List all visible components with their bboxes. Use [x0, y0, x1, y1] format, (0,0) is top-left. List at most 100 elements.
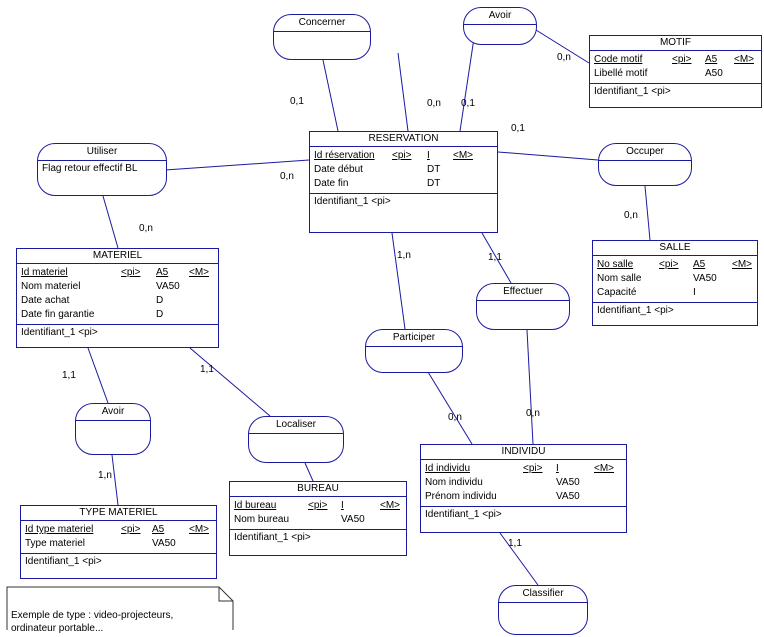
attribute-type: D — [156, 295, 164, 306]
attribute-list: Id réservation<pi>I<M>Date début DT Date f… — [310, 147, 497, 194]
attribute-type: D — [156, 309, 164, 320]
card-avoir-reservation-left: 0,n — [427, 98, 441, 109]
assoc-title: Participer — [366, 330, 462, 347]
assoc-participer[interactable]: Participer — [365, 329, 463, 373]
entity-title: SALLE — [593, 241, 757, 256]
attribute-type: I — [693, 287, 696, 298]
attribute-type: DT — [427, 164, 441, 175]
attribute-type: A5 — [152, 524, 165, 535]
assoc-concerner[interactable]: Concerner — [273, 14, 371, 60]
assoc-title: Classifier — [499, 586, 587, 603]
attribute-name: Id materiel — [21, 267, 68, 278]
card-concerner-reservation: 0,1 — [290, 96, 304, 107]
card-materiel-localiser: 1,1 — [200, 364, 214, 375]
card-participer-individu: 0,n — [448, 412, 462, 423]
card-avoir-motif: 0,n — [557, 52, 571, 63]
entity-identifier: Identifiant_1 <pi> — [314, 196, 391, 207]
link-individu-classifier — [499, 532, 539, 586]
attribute-name: Id type materiel — [25, 524, 94, 535]
card-avoir-reservation-right: 0,1 — [461, 98, 475, 109]
attribute-name: Id bureau — [234, 500, 277, 511]
attribute-type: A5 — [693, 259, 706, 270]
card-occuper-salle: 0,n — [624, 210, 638, 221]
attribute-type: A5 — [705, 54, 718, 65]
link-reservation-occuper — [497, 151, 599, 161]
attribute-pk: <pi> — [523, 463, 543, 474]
entity-identifier: Identifiant_1 <pi> — [425, 509, 502, 520]
note-line-2: ordinateur portable... — [11, 623, 104, 634]
link-reservation-effectuer — [481, 232, 512, 284]
card-individu-classifier: 1,1 — [508, 538, 522, 549]
assoc-title: Localiser — [249, 417, 343, 434]
attribute-name: Libellé motif — [594, 68, 648, 79]
entity-identifier: Identifiant_1 <pi> — [234, 532, 311, 543]
entity-title: RESERVATION — [310, 132, 497, 147]
attribute-name: Nom individu — [425, 477, 483, 488]
link-materiel-localiser — [189, 347, 271, 417]
assoc-title: Avoir — [464, 8, 536, 25]
card-avoir-typemateriel: 1,n — [98, 470, 112, 481]
assoc-localiser[interactable]: Localiser — [248, 416, 344, 463]
note-text: Exemple de type : video-projecteurs, ord… — [11, 609, 173, 635]
link-concerner-reservation-a — [322, 59, 339, 132]
assoc-utiliser[interactable]: Utiliser Flag retour effectif BL — [37, 143, 167, 196]
entity-title: BUREAU — [230, 482, 406, 497]
attribute-mand: <M> — [189, 524, 210, 535]
attribute-name: Type materiel — [25, 538, 86, 549]
assoc-classifier[interactable]: Classifier — [498, 585, 588, 635]
assoc-title: Avoir — [76, 404, 150, 421]
assoc-avoir-motif[interactable]: Avoir — [463, 7, 537, 45]
assoc-title: Concerner — [274, 15, 370, 32]
attribute-name: Capacité — [597, 287, 637, 298]
card-reservation-participer: 1,n — [397, 250, 411, 261]
entity-identifier: Identifiant_1 <pi> — [594, 86, 671, 97]
attribute-row: Id bureau<pi>I<M> — [234, 499, 402, 513]
attribute-name: Id individu — [425, 463, 471, 474]
attribute-name: Date fin garantie — [21, 309, 95, 320]
attribute-row: Id type materiel <pi> A5 <M> — [25, 523, 212, 537]
attribute-name: No salle — [597, 259, 634, 270]
attribute-mand: <M> — [732, 259, 753, 270]
card-reservation-occuper: 0,1 — [511, 123, 525, 134]
attribute-row: Id réservation<pi>I<M> — [314, 149, 493, 163]
link-participer-individu — [427, 371, 473, 445]
attribute-type: A50 — [705, 68, 723, 79]
entity-identifier: Identifiant_1 <pi> — [25, 556, 102, 567]
link-reservation-participer — [391, 232, 406, 330]
note: Exemple de type : video-projecteurs, ord… — [7, 587, 233, 637]
assoc-effectuer[interactable]: Effectuer — [476, 283, 570, 330]
attribute-pk: <pi> — [672, 54, 692, 65]
attribute-name: Code motif — [594, 54, 643, 65]
attribute-name: Id réservation — [314, 150, 375, 161]
card-utiliser-reservation: 0,n — [280, 171, 294, 182]
link-avoir-reservation — [459, 37, 475, 132]
attribute-pk: <pi> — [308, 500, 328, 511]
attribute-mand: <M> — [189, 267, 210, 278]
attribute-pk: <pi> — [121, 524, 141, 535]
attribute-mand: <M> — [594, 463, 615, 474]
link-effectuer-individu — [526, 329, 534, 445]
attribute-name: Date début — [314, 164, 363, 175]
assoc-avoir-type[interactable]: Avoir — [75, 403, 151, 455]
assoc-title: Utiliser — [38, 144, 166, 161]
attribute-name: Nom materiel — [21, 281, 81, 292]
assoc-occuper[interactable]: Occuper — [598, 143, 692, 186]
entity-identifier: Identifiant_1 <pi> — [597, 305, 674, 316]
